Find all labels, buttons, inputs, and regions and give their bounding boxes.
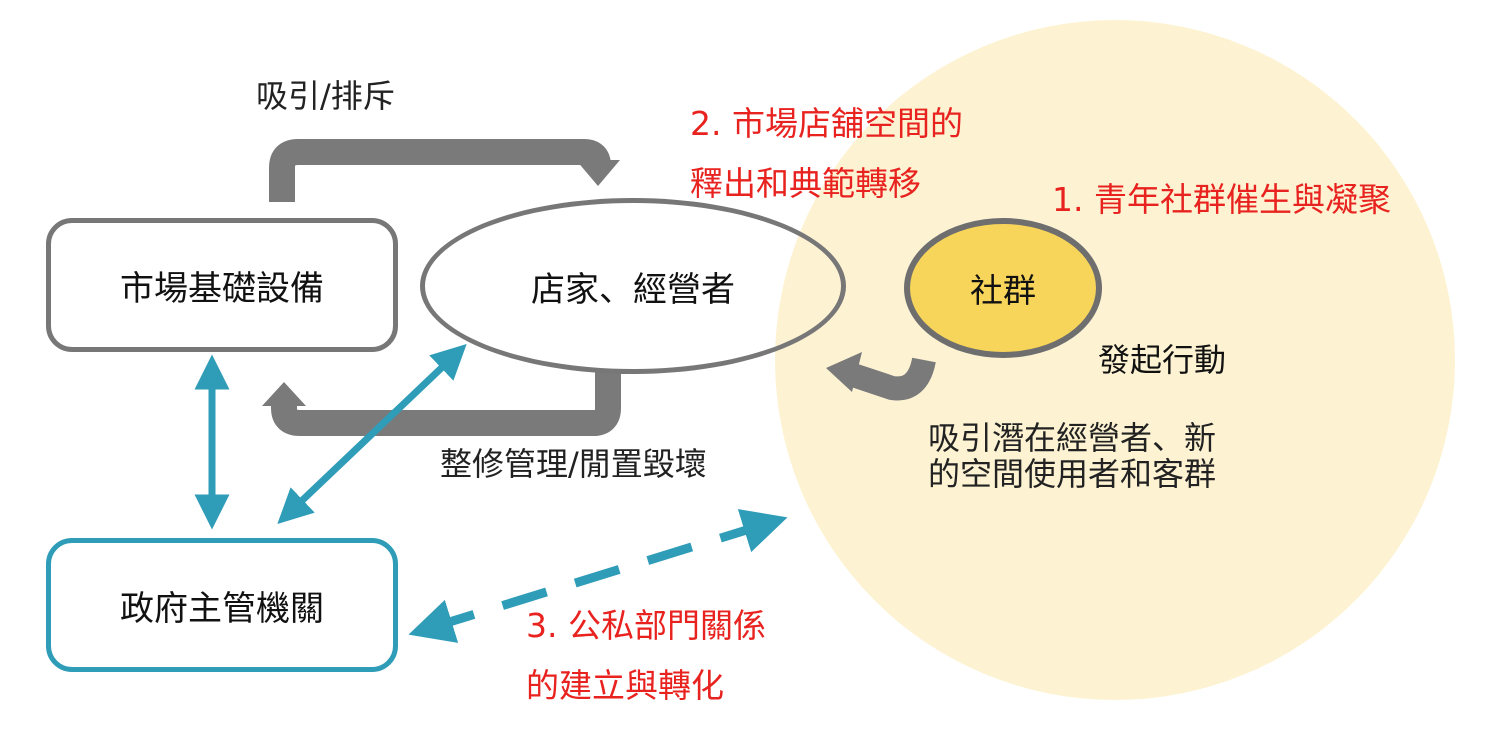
attract-repel-arrow [269,139,620,202]
space-release-annotation: 2. 市場店舖空間的 釋出和典範轉移 [690,94,963,214]
youth-community-line: 1. 青年社群催生與凝聚 [1052,180,1391,219]
renovation-label: 整修管理/閒置毀壞 [440,445,707,483]
public-private-line-2: 的建立與轉化 [526,666,724,705]
public-private-line-1: 3. 公私部門關係 [526,606,766,645]
community-circle: 社群 [904,218,1102,358]
market-infrastructure-box: 市場基礎設備 [46,218,398,352]
attract-repel-label: 吸引/排斥 [256,77,395,115]
operators-government-arrow [277,343,467,525]
shop-operators-label: 店家、經營者 [531,269,735,310]
public-private-dashed-arrow [408,509,788,643]
space-release-line-2: 釋出和典範轉移 [690,164,921,203]
community-halo [775,20,1455,700]
shop-operators-ellipse: 店家、經營者 [420,198,846,374]
renovation-arrow [262,372,621,436]
attract-new-label: 吸引潛在經營者、新 的空間使用者和客群 [928,420,1216,492]
space-release-line-1: 2. 市場店舖空間的 [690,104,963,143]
attract-new-line-2: 的空間使用者和客群 [928,455,1217,493]
government-agency-box: 政府主管機關 [46,538,398,672]
government-agency-label: 政府主管機關 [120,588,324,629]
public-private-annotation: 3. 公私部門關係 的建立與轉化 [526,596,766,716]
market-infrastructure-label: 市場基礎設備 [120,268,324,309]
youth-community-annotation: 1. 青年社群催生與凝聚 [1052,170,1391,230]
initiate-action-arrow [826,352,936,401]
initiate-action-label: 發起行動 [1098,341,1227,379]
community-label: 社群 [970,271,1036,310]
attract-new-line-1: 吸引潛在經營者、新 [928,419,1217,457]
